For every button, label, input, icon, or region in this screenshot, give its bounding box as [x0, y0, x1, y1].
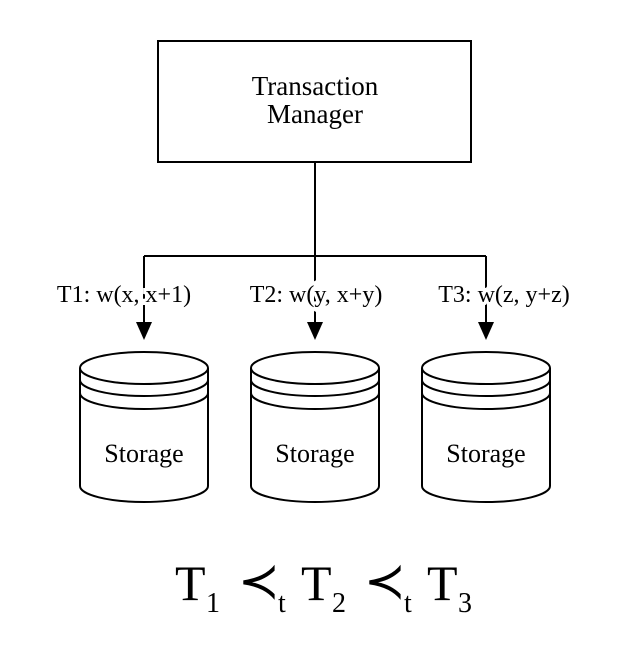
order-op2: ≺: [364, 553, 406, 609]
transaction-label-3: T3: w(z, y+z): [438, 282, 569, 308]
arrowheads: [136, 322, 494, 340]
storage-label-1: Storage: [104, 439, 183, 468]
order-t3-sub: 3: [458, 588, 472, 619]
order-t3: T: [427, 555, 458, 611]
connector-lines: [144, 162, 486, 257]
storage-cylinder-2: Storage: [250, 351, 380, 503]
storage-cylinder-3: Storage: [421, 351, 551, 503]
order-t1: T: [175, 555, 206, 611]
manager-title-line2: Manager: [267, 99, 363, 129]
order-t2: T: [301, 555, 332, 611]
arrowhead-3: [478, 322, 494, 340]
storage-label-3: Storage: [446, 439, 525, 468]
ordering-expression: T 1 ≺ t T 2 ≺ t T 3: [175, 553, 472, 619]
arrowhead-1: [136, 322, 152, 340]
transaction-manager-box: Transaction Manager: [157, 40, 472, 163]
order-t2-sub: 2: [332, 588, 346, 619]
order-op2-sub: t: [404, 588, 412, 619]
transaction-labels: T1: w(x, x+1) T2: w(y, x+y) T3: w(z, y+z…: [54, 279, 573, 311]
order-op1: ≺: [238, 553, 280, 609]
order-op1-sub: t: [278, 588, 286, 619]
manager-title-line1: Transaction: [252, 71, 379, 101]
transaction-label-1: T1: w(x, x+1): [57, 282, 191, 308]
transaction-label-2: T2: w(y, x+y): [250, 282, 383, 308]
order-t1-sub: 1: [206, 588, 220, 619]
storage-label-2: Storage: [275, 439, 354, 468]
storage-cylinder-1: Storage: [79, 351, 209, 503]
arrowhead-2: [307, 322, 323, 340]
arrows: [143, 256, 487, 324]
